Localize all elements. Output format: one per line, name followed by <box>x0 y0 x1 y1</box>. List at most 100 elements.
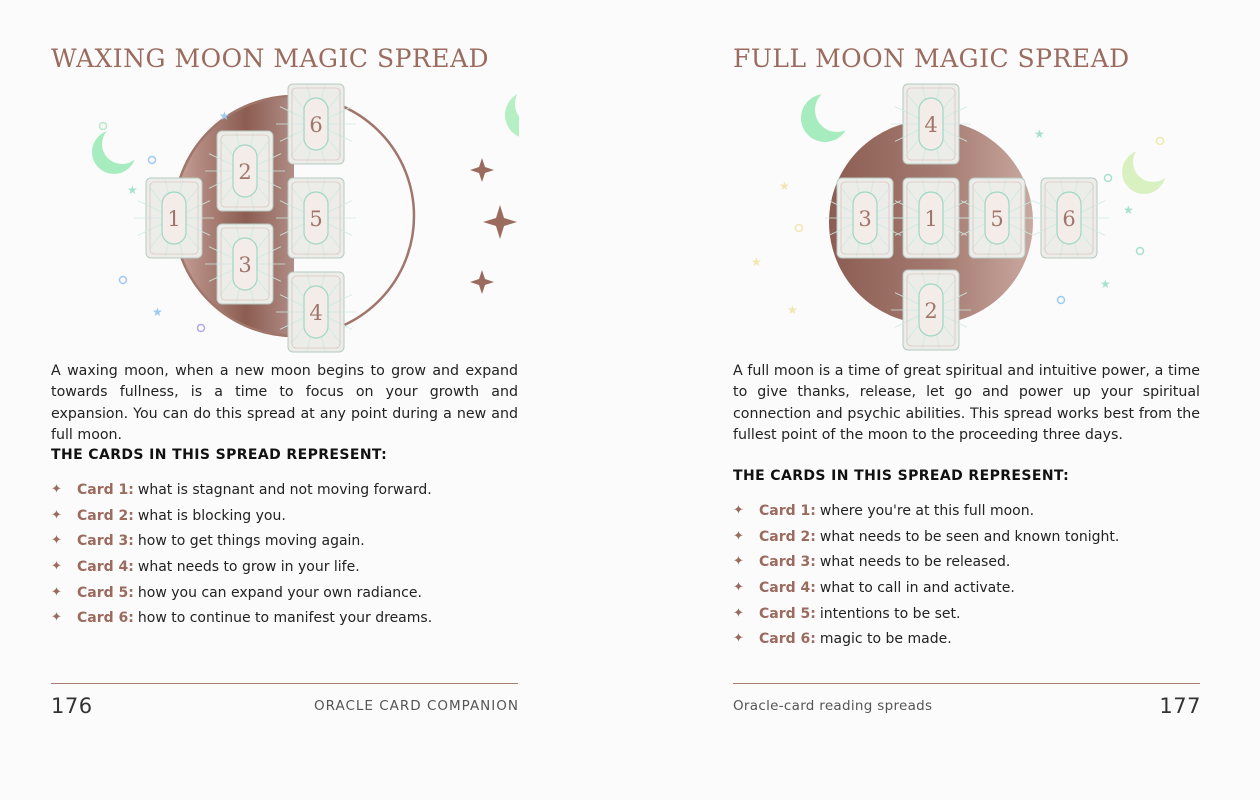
svg-text:★: ★ <box>787 303 798 317</box>
crescent-moon-icon <box>801 88 859 142</box>
svg-text:★: ★ <box>1123 203 1134 217</box>
running-head: ORACLE CARD COMPANION <box>314 698 519 714</box>
card-description: what needs to be seen and known tonight. <box>819 528 1120 545</box>
page-title: FULL MOON MAGIC SPREAD <box>733 44 1130 73</box>
card-meaning-list: ✦Card 1:where you're at this full moon. … <box>733 501 1119 655</box>
card-description: what needs to be released. <box>819 554 1011 571</box>
oracle-card: 5 <box>957 177 1037 259</box>
card-number: 2 <box>238 160 251 184</box>
sparkle-bullet-icon: ✦ <box>733 503 744 518</box>
card-description: where you're at this full moon. <box>819 503 1035 519</box>
crescent-moon-icon <box>92 124 142 174</box>
card-description: magic to be made. <box>819 631 952 648</box>
sparkle-bullet-icon: ✦ <box>733 554 744 570</box>
card-description: what is blocking you. <box>137 507 286 524</box>
svg-text:★: ★ <box>1034 127 1045 141</box>
oracle-card: 4 <box>276 271 356 353</box>
card-description: what is stagnant and not moving forward. <box>137 482 432 498</box>
card-number: 4 <box>309 301 322 325</box>
card-number: 4 <box>924 113 937 137</box>
star-dots <box>794 136 1165 305</box>
card-number: 6 <box>309 113 322 137</box>
card-number: 2 <box>924 299 937 323</box>
footer-rule <box>733 683 1200 684</box>
card-label: Card 1: <box>759 503 816 519</box>
card-label: Card 2: <box>77 507 134 524</box>
list-item: ✦ Card 5:intentions to be set. <box>733 604 1119 630</box>
card-label: Card 6: <box>759 631 816 648</box>
card-label: Card 5: <box>759 605 816 622</box>
card-description: intentions to be set. <box>819 605 961 622</box>
sparkle-bullet-icon: ✦ <box>51 482 62 497</box>
oracle-card: 2 <box>205 130 285 212</box>
full-moon-spread-illustration: ★ ★ ★ ★ ★ ★ 1 2 3 4 5 6 <box>751 83 1173 351</box>
svg-text:★: ★ <box>127 183 138 197</box>
star-icons: ★ ★ ★ ★ ★ <box>127 109 230 319</box>
svg-text:★: ★ <box>751 255 762 269</box>
footer-rule <box>51 683 518 684</box>
card-label: Card 5: <box>77 584 134 601</box>
sparkle-bullet-icon: ✦ <box>733 580 744 596</box>
sparkle-bullet-icon: ✦ <box>733 605 744 621</box>
sparkle-bullet-icon: ✦ <box>733 631 744 647</box>
card-meaning-list: ✦ Card 1:what is stagnant and not moving … <box>51 480 432 634</box>
oracle-card: 3 <box>205 223 285 305</box>
crescent-moon-icon <box>505 91 519 137</box>
star-icons: ★ ★ ★ ★ ★ ★ <box>751 127 1134 317</box>
page-number: 177 <box>1159 694 1201 718</box>
section-heading: THE CARDS IN THIS SPREAD REPRESENT: <box>51 447 388 463</box>
list-item: ✦ Card 3:what needs to be released. <box>733 552 1119 578</box>
section-heading: THE CARDS IN THIS SPREAD REPRESENT: <box>733 468 1070 484</box>
list-item: ✦ Card 2:what is blocking you. <box>51 506 432 532</box>
card-label: Card 1: <box>77 482 134 498</box>
card-description: what to call in and activate. <box>819 580 1015 597</box>
page-number: 176 <box>51 694 93 718</box>
sparkle-icon <box>470 158 517 294</box>
list-item: ✦ Card 4:what to call in and activate. <box>733 578 1119 604</box>
card-label: Card 2: <box>759 528 816 545</box>
sparkle-bullet-icon: ✦ <box>51 584 62 600</box>
card-number: 3 <box>858 207 871 231</box>
card-label: Card 3: <box>77 533 134 550</box>
list-item: ✦ Card 2:what needs to be seen and known … <box>733 527 1119 553</box>
crescent-moon-icon <box>1122 142 1173 194</box>
card-number: 3 <box>238 253 251 277</box>
svg-text:★: ★ <box>152 305 163 319</box>
list-item: ✦ Card 6:how to continue to manifest your… <box>51 608 432 634</box>
list-item: ✦ Card 4:what needs to grow in your life. <box>51 557 432 583</box>
body-paragraph: A full moon is a time of great spiritual… <box>733 363 1200 443</box>
card-description: how to continue to manifest your dreams. <box>137 610 433 627</box>
list-item: ✦ Card 3:how to get things moving again. <box>51 531 432 557</box>
oracle-card: 5 <box>276 177 356 259</box>
waxing-moon-spread-illustration: ★ ★ ★ ★ ★ 1 2 3 4 5 6 <box>92 83 519 353</box>
sparkle-bullet-icon: ✦ <box>51 559 62 575</box>
card-label: Card 4: <box>77 559 134 576</box>
card-label: Card 6: <box>77 610 134 627</box>
card-number: 5 <box>309 207 322 231</box>
sparkle-bullet-icon: ✦ <box>51 610 62 626</box>
svg-text:★: ★ <box>779 179 790 193</box>
list-item: ✦ Card 1:what is stagnant and not moving … <box>51 480 432 506</box>
list-item: ✦ Card 1:where you're at this full moon. <box>733 501 1119 527</box>
list-item: ✦ Card 6:magic to be made. <box>733 629 1119 655</box>
oracle-card: 6 <box>1029 177 1109 259</box>
oracle-card: 1 <box>134 177 214 259</box>
card-number: 1 <box>167 207 180 231</box>
card-description: what needs to grow in your life. <box>137 559 360 576</box>
page-title: WAXING MOON MAGIC SPREAD <box>51 44 490 73</box>
card-label: Card 3: <box>759 554 816 571</box>
card-label: Card 4: <box>759 580 816 597</box>
oracle-card: 4 <box>891 83 971 165</box>
card-number: 6 <box>1062 207 1075 231</box>
oracle-card: 1 <box>891 177 971 259</box>
body-paragraph: A waxing moon, when a new moon begins to… <box>51 363 518 443</box>
sparkle-bullet-icon: ✦ <box>733 528 744 544</box>
svg-text:★: ★ <box>1100 277 1111 291</box>
right-page: FULL MOON MAGIC SPREAD ★ ★ ★ ★ <box>733 0 1201 800</box>
card-number: 5 <box>990 207 1003 231</box>
sparkle-bullet-icon: ✦ <box>51 507 62 523</box>
oracle-card: 3 <box>825 177 905 259</box>
card-description: how to get things moving again. <box>137 533 365 550</box>
sparkle-bullet-icon: ✦ <box>51 533 62 549</box>
oracle-card: 2 <box>891 269 971 351</box>
